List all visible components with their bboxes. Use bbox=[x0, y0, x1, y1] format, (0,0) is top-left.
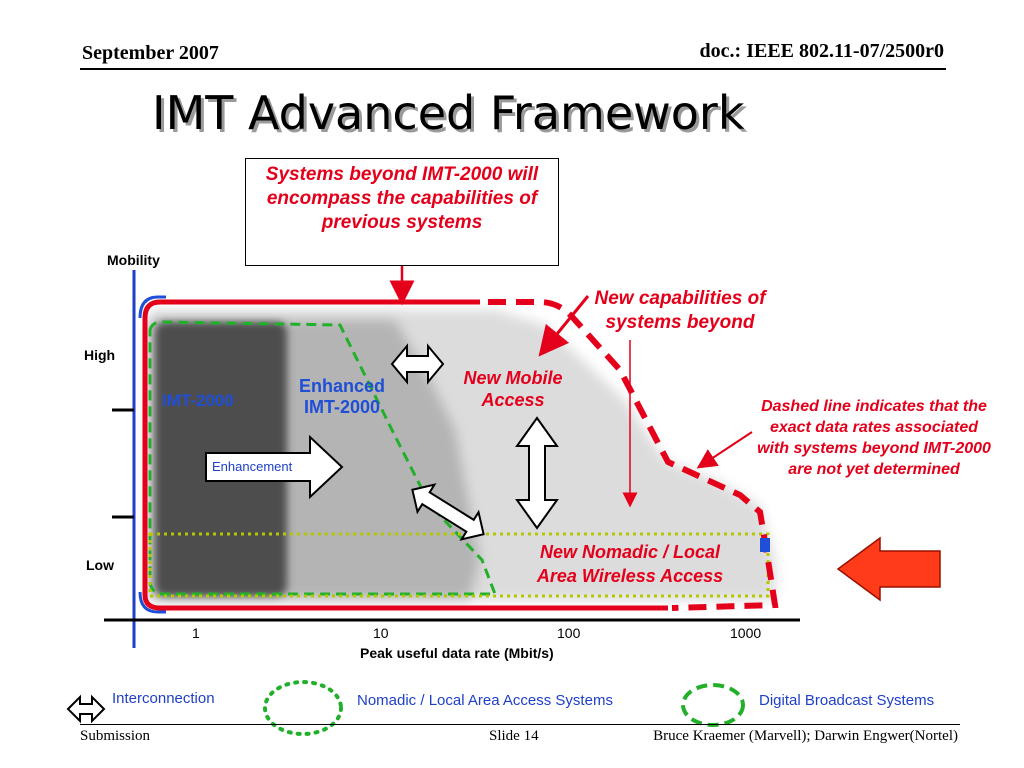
nomadic-legend-icon bbox=[263, 680, 343, 736]
legend-interconnection: Interconnection bbox=[112, 690, 215, 707]
x-axis-label: Peak useful data rate (Mbit/s) bbox=[360, 645, 554, 661]
previous-systems-boundary bbox=[142, 299, 668, 611]
x-tick-100: 100 bbox=[557, 625, 581, 641]
imt2000-label: IMT-2000 bbox=[162, 391, 234, 410]
header-doc-id: doc.: IEEE 802.11-07/2500r0 bbox=[699, 40, 944, 62]
header-rule bbox=[80, 68, 946, 70]
interconnection-legend-icon bbox=[66, 694, 106, 724]
footer-author: Bruce Kraemer (Marvell); Darwin Engwer(N… bbox=[653, 728, 958, 744]
new-mobile-access-label: New Mobile Access bbox=[463, 368, 563, 410]
highlight-arrow bbox=[836, 536, 941, 602]
diagonal-double-arrow bbox=[411, 483, 485, 541]
legend-broadcast: Digital Broadcast Systems bbox=[759, 692, 935, 709]
enhanced-label-line2: IMT-2000 bbox=[303, 397, 381, 417]
footer-slide-number: Slide 14 bbox=[489, 728, 539, 744]
x-tick-1: 1 bbox=[192, 625, 200, 641]
broadcast-legend-icon bbox=[681, 683, 745, 727]
x-tick-1000: 1000 bbox=[730, 625, 762, 641]
enhanced-label-line1: Enhanced bbox=[298, 376, 386, 396]
new-capabilities-label: New capabilities of systems beyond bbox=[594, 288, 766, 333]
new-nomadic-line2: Area Wireless Access bbox=[536, 566, 724, 586]
enhanced-boundary bbox=[148, 320, 498, 596]
new-nomadic-line1: New Nomadic / Local bbox=[539, 542, 721, 562]
y-axis-label: Mobility bbox=[107, 252, 160, 268]
slide-title: IMT Advanced Framework bbox=[152, 86, 745, 140]
nomadic-region bbox=[148, 532, 770, 598]
legend-nomadic: Nomadic / Local Area Access Systems bbox=[357, 692, 613, 709]
y-low-label: Low bbox=[86, 557, 114, 573]
footer-rule bbox=[80, 724, 960, 725]
enhanced-label: Enhanced IMT-2000 bbox=[287, 376, 397, 418]
vertical-double-arrow bbox=[515, 416, 559, 530]
enhancement-label: Enhancement bbox=[212, 459, 293, 474]
footer-submission: Submission bbox=[80, 728, 151, 744]
callout-box: Systems beyond IMT-2000 will encompass t… bbox=[245, 158, 559, 266]
interconnection-arrow-top bbox=[390, 343, 445, 385]
x-tick-10: 10 bbox=[373, 625, 389, 641]
y-high-label: High bbox=[84, 347, 116, 363]
new-nomadic-label: New Nomadic / Local Area Wireless Access bbox=[504, 540, 756, 588]
dashed-line-note: Dashed line indicates that the exact dat… bbox=[757, 398, 991, 478]
header-date: September 2007 bbox=[82, 42, 219, 64]
enhancement-arrow-shape bbox=[205, 434, 344, 500]
